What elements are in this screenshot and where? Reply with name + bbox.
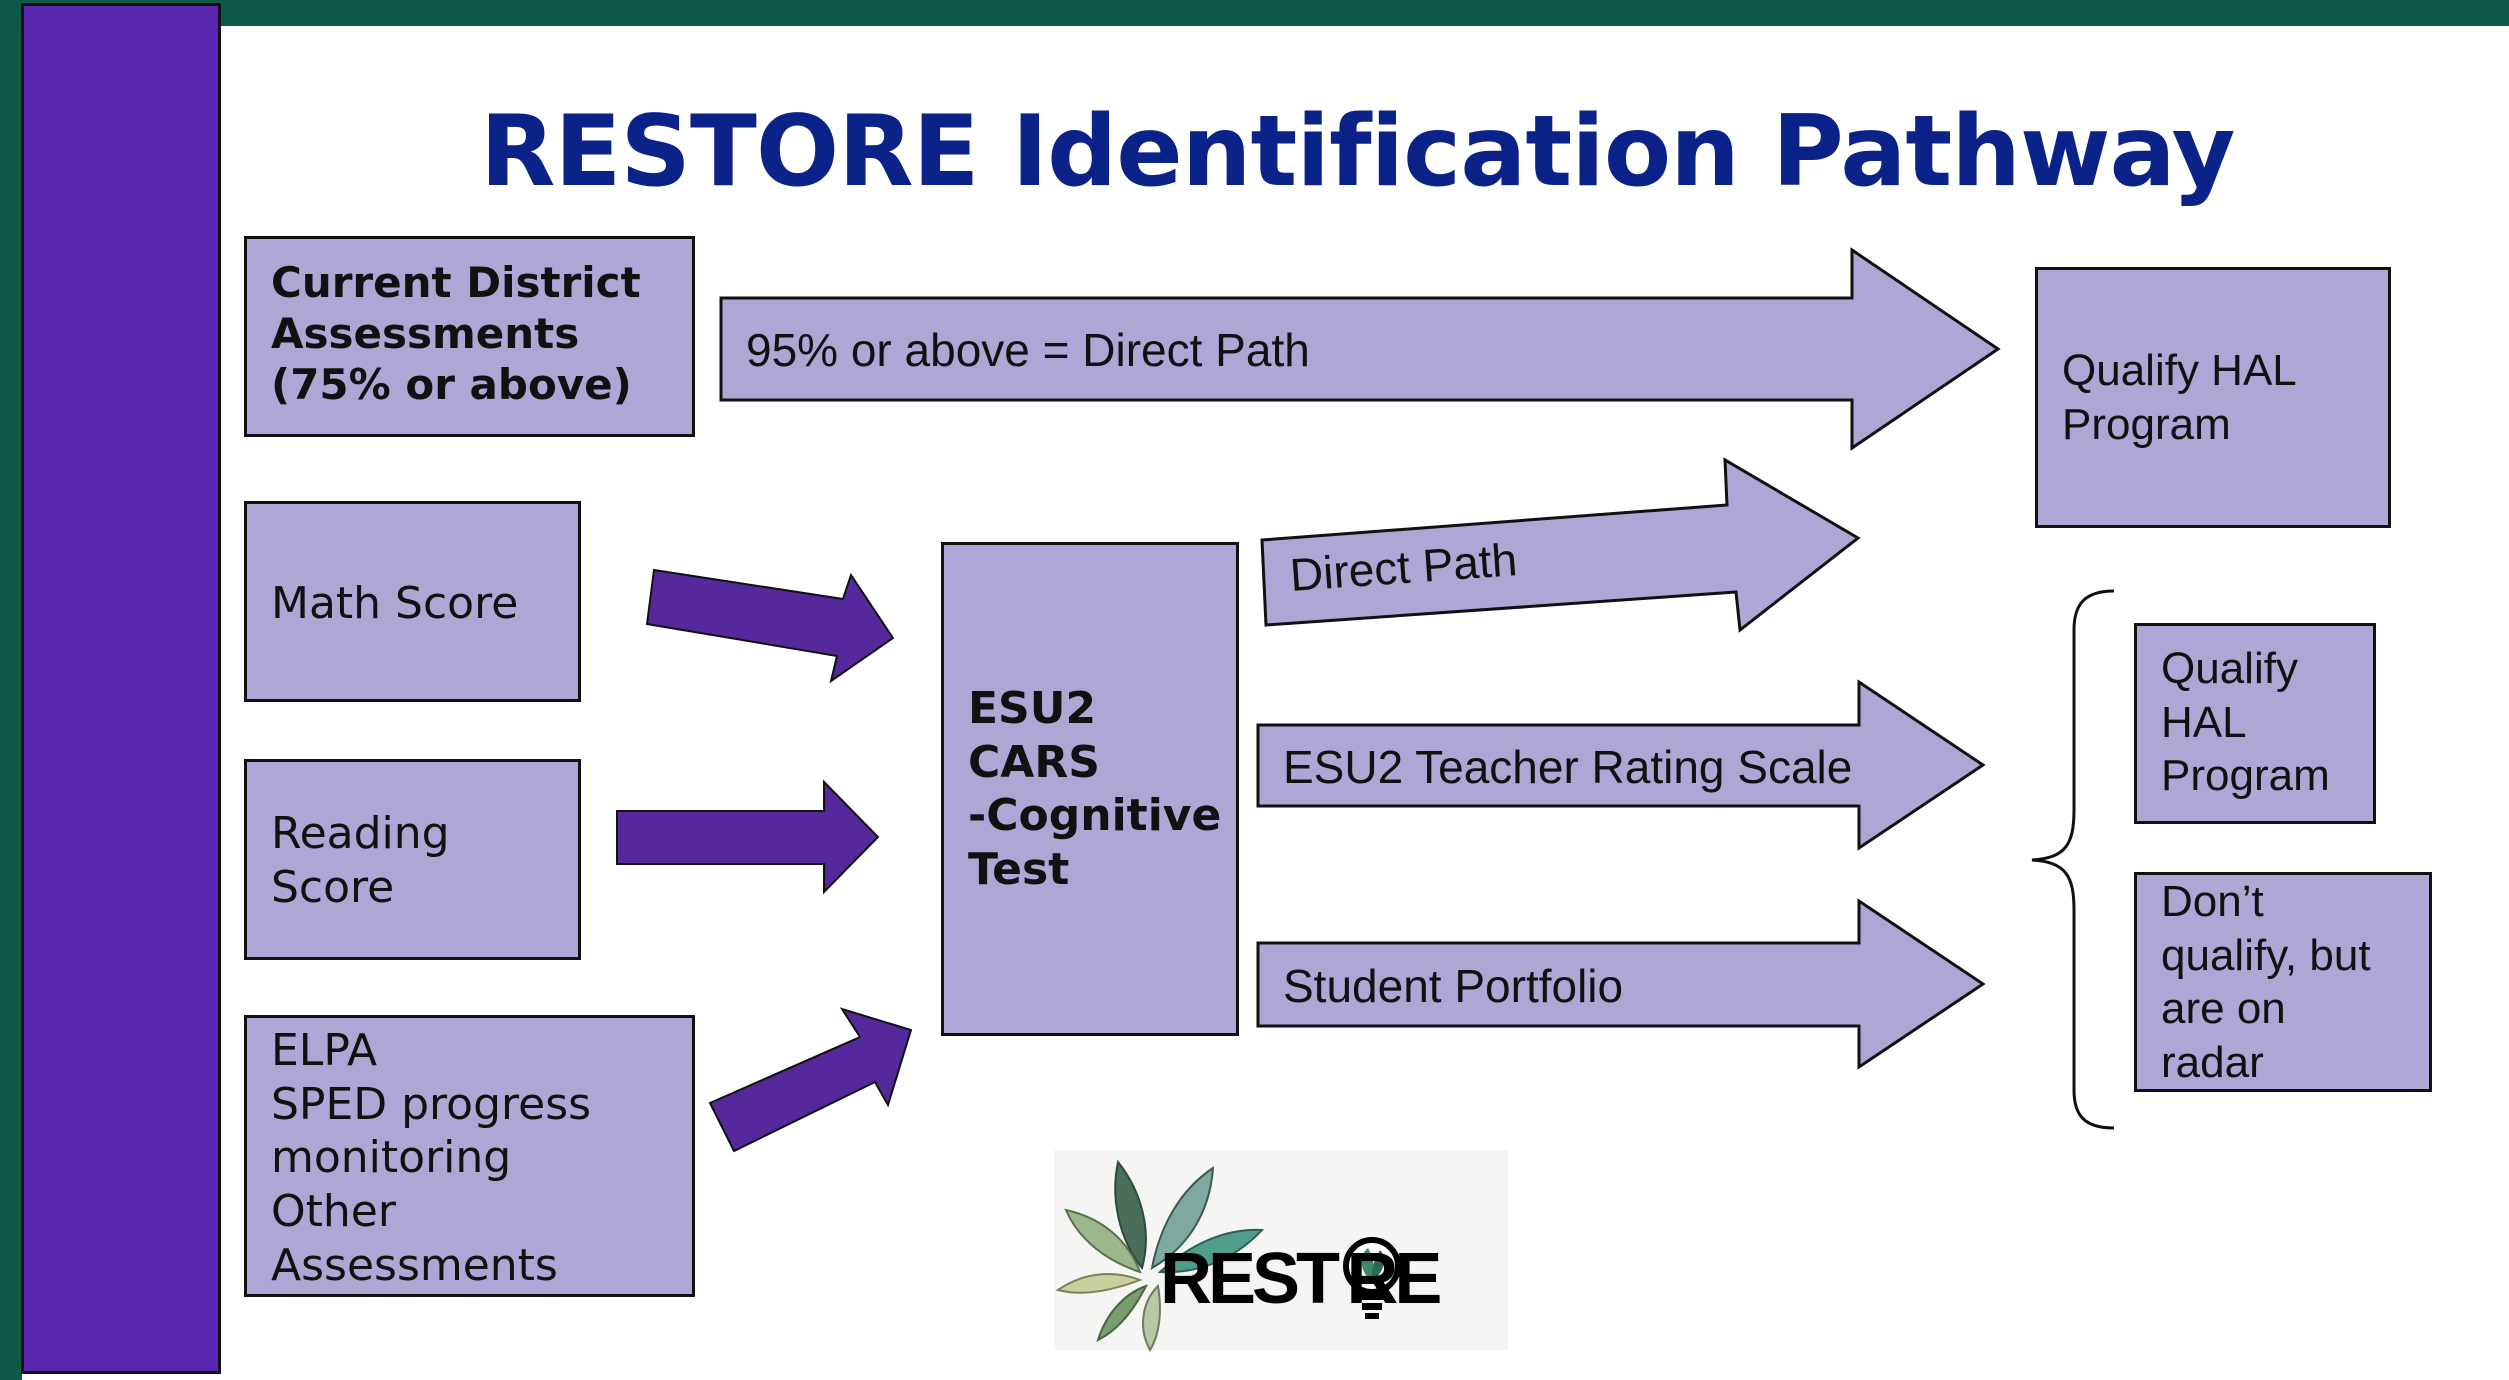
- math-score-label: Math Score: [271, 578, 519, 629]
- teacher-rating-arrow: [1256, 679, 1986, 851]
- math-score-box: Math Score: [244, 501, 581, 702]
- direct-path-top-label: 95% or above = Direct Path: [746, 324, 1310, 376]
- qualify-hal-box: Qualify HAL Program: [2134, 623, 2376, 824]
- restore-logo-wordmark: REST RE: [1160, 1239, 1442, 1319]
- reading-to-test-arrow: [616, 779, 880, 895]
- math-to-test-arrow: [645, 568, 895, 684]
- on-radar-box: Don’t qualify, but are on radar: [2134, 872, 2432, 1092]
- direct-path-arrow: [719, 247, 2001, 451]
- teacher-rating-label: ESU2 Teacher Rating Scale: [1283, 741, 1853, 793]
- outcome-brace: [2031, 589, 2115, 1130]
- student-portfolio-arrow: [1256, 898, 1986, 1070]
- lightbulb-icon: [1343, 1237, 1401, 1319]
- leaf-burst-icon: [1055, 1159, 1265, 1352]
- on-radar-label: Don’t qualify, but are on radar: [2161, 877, 2371, 1088]
- student-portfolio-label: Student Portfolio: [1283, 960, 1624, 1012]
- cars-cognitive-test-label: ESU2 CARS -Cognitive Test: [968, 683, 1222, 896]
- reading-score-label: Reading Score: [271, 808, 450, 913]
- district-assessments-box: Current District Assessments (75% or abo…: [244, 236, 695, 437]
- cognitive-direct-path-arrow: [1260, 457, 1861, 633]
- left-accent-bar: [21, 3, 221, 1374]
- other-assessments-label: ELPA SPED progress monitoring Other Asse…: [271, 1025, 592, 1291]
- reading-score-box: Reading Score: [244, 759, 581, 960]
- qualify-hal-top-box: Qualify HAL Program: [2035, 267, 2391, 528]
- other-assessments-box: ELPA SPED progress monitoring Other Asse…: [244, 1015, 695, 1297]
- qualify-hal-top-label: Qualify HAL Program: [2062, 346, 2297, 449]
- qualify-hal-label: Qualify HAL Program: [2161, 644, 2330, 801]
- other-to-test-arrow: [708, 1007, 913, 1153]
- slide-title: RESTORE Identification Pathway: [480, 95, 2236, 209]
- cars-cognitive-test-box: ESU2 CARS -Cognitive Test: [941, 542, 1239, 1036]
- district-assessments-label: Current District Assessments (75% or abo…: [271, 258, 641, 410]
